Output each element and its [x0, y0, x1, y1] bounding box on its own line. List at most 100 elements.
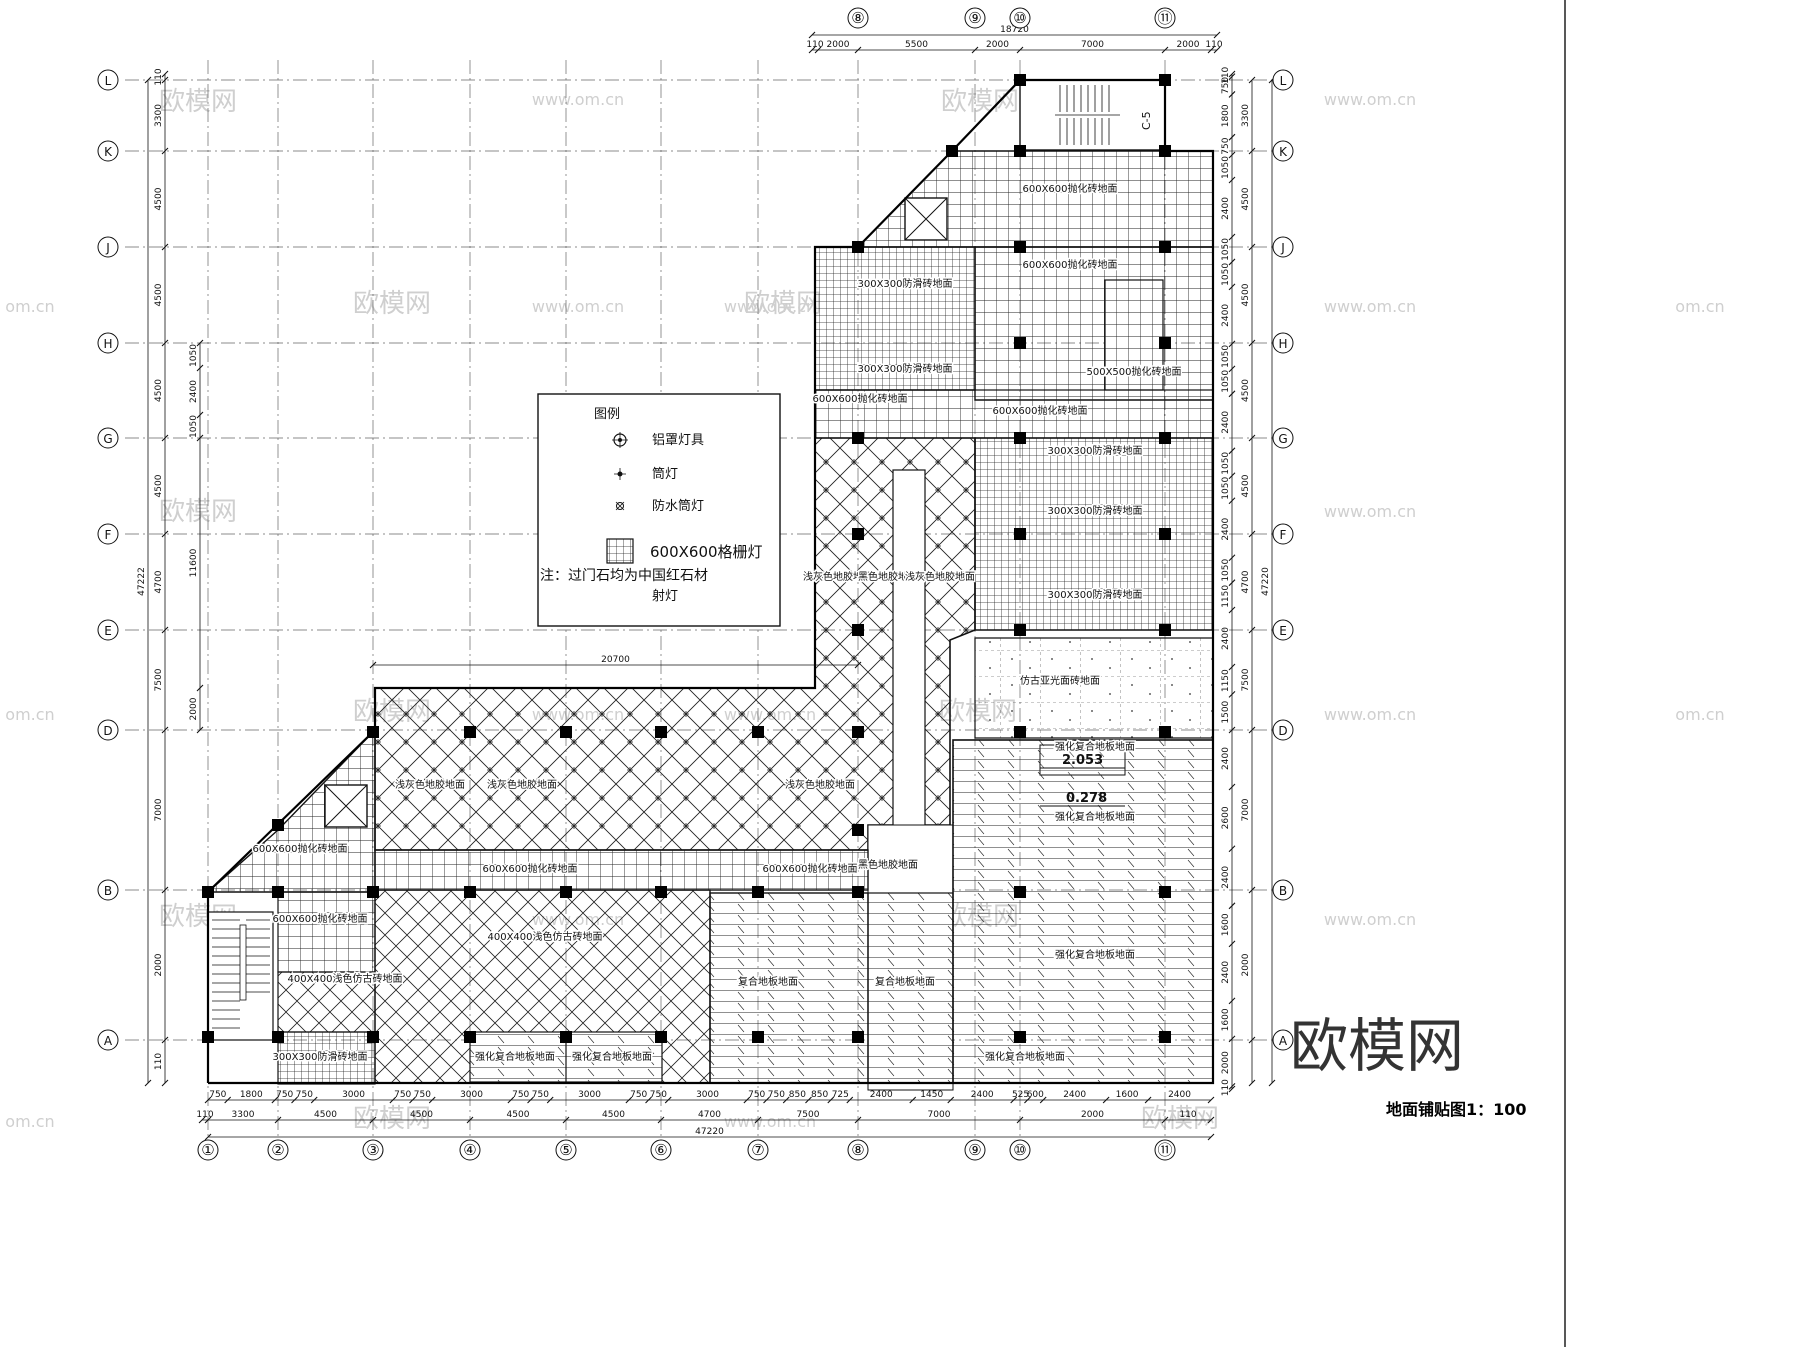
legend-item-waterproof: 防水筒灯: [652, 498, 704, 514]
column-1: [1014, 74, 1026, 86]
axis-bubble-row-D: D: [1272, 719, 1294, 741]
svg-text:1600: 1600: [1221, 913, 1231, 936]
watermark-logo-6: 欧模网: [353, 1104, 431, 1134]
svg-text:1050: 1050: [1221, 263, 1231, 286]
svg-text:4500: 4500: [1241, 187, 1251, 210]
axis-bubble-col-2: ②: [267, 1139, 289, 1161]
svg-text:3300: 3300: [154, 104, 164, 127]
room-label-27: 复合地板地面: [738, 975, 798, 988]
legend-extra: 射灯: [652, 588, 678, 604]
svg-text:1150: 1150: [1221, 669, 1231, 692]
axis-bubble-row-D: D: [97, 719, 119, 741]
svg-text:4500: 4500: [154, 187, 164, 210]
area-e-d-antique: [974, 637, 1214, 739]
svg-text:525: 525: [1012, 1090, 1029, 1100]
svg-text:4500: 4500: [314, 1110, 337, 1120]
column-4: [1159, 145, 1171, 157]
building-outline: [206, 78, 1215, 1085]
svg-text:110: 110: [154, 1053, 164, 1070]
watermark-url-2: www.om.cn: [1324, 90, 1416, 109]
watermark-url-6: www.om.cn: [1324, 910, 1416, 929]
svg-text:2400: 2400: [1221, 866, 1231, 889]
svg-text:600: 600: [1027, 1090, 1044, 1100]
room-labels: 600X600抛化砖地面600X600抛化砖地面300X300防滑砖地面300X…: [251, 181, 1183, 1065]
legend-heading: 图例: [594, 407, 620, 422]
column-36: [752, 886, 764, 898]
watermark-edge-1: om.cn: [5, 297, 54, 316]
svg-text:1800: 1800: [240, 1090, 263, 1100]
axis-bubble-col-1: ①: [197, 1139, 219, 1161]
svg-text:⑩: ⑩: [1013, 1141, 1026, 1159]
area-laminate-mid: [709, 892, 869, 1084]
room-label-23: 600X600抛化砖地面: [762, 862, 857, 875]
svg-text:L: L: [105, 74, 112, 88]
watermark-edge-2: om.cn: [5, 705, 54, 724]
svg-text:⑨: ⑨: [968, 9, 981, 27]
svg-text:750: 750: [296, 1090, 313, 1100]
svg-text:K: K: [1279, 145, 1288, 159]
column-23: [655, 726, 667, 738]
axis-bubble-col-8: ⑧: [847, 7, 869, 29]
svg-text:750: 750: [276, 1090, 293, 1100]
svg-text:⑪: ⑪: [1157, 9, 1172, 27]
level-mark-1: 2.053: [1062, 753, 1103, 768]
watermark-logo-9: 欧模网: [1141, 1104, 1219, 1134]
legend-item-grille: 600X600格栅灯: [650, 543, 763, 561]
svg-text:4700: 4700: [1241, 570, 1251, 593]
dim-left: 1103300450045004500450047007500700020001…: [154, 68, 169, 1087]
svg-text:4500: 4500: [1241, 283, 1251, 306]
svg-text:3000: 3000: [696, 1090, 719, 1100]
column-44: [560, 1031, 572, 1043]
svg-text:K: K: [104, 145, 113, 159]
watermark-url-10: www.om.cn: [724, 1112, 816, 1131]
room-label-32: 强化复合地板地面: [572, 1050, 652, 1063]
room-label-26: 400X400浅色仿古砖地面: [287, 972, 402, 985]
svg-text:750: 750: [414, 1090, 431, 1100]
svg-text:1800: 1800: [1221, 104, 1231, 127]
svg-text:4700: 4700: [698, 1110, 721, 1120]
svg-text:750: 750: [512, 1090, 529, 1100]
room-label-8: 300X300防滑砖地面: [1047, 444, 1142, 457]
level-mark-2: 0.278: [1066, 791, 1107, 806]
room-label-30: 300X300防滑砖地面: [272, 1050, 367, 1063]
column-49: [1159, 1031, 1171, 1043]
svg-text:2000: 2000: [189, 697, 199, 720]
column-17: [852, 624, 864, 636]
axis-bubble-row-F: F: [1272, 523, 1294, 545]
svg-text:2600: 2600: [1221, 806, 1231, 829]
svg-text:110: 110: [1179, 1110, 1196, 1120]
svg-text:20700: 20700: [601, 655, 630, 665]
svg-text:7500: 7500: [1241, 668, 1251, 691]
column-33: [464, 886, 476, 898]
svg-text:③: ③: [366, 1141, 379, 1159]
svg-text:750: 750: [650, 1090, 667, 1100]
brand-logo: 欧模网: [1290, 1012, 1464, 1080]
svg-text:D: D: [1278, 724, 1287, 738]
svg-text:3000: 3000: [578, 1090, 601, 1100]
svg-text:J: J: [105, 241, 110, 255]
svg-text:2000: 2000: [986, 40, 1009, 50]
svg-text:750: 750: [1221, 77, 1231, 94]
svg-text:2000: 2000: [1241, 953, 1251, 976]
axis-bubble-row-K: K: [1272, 140, 1294, 162]
axis-bubble-row-K: K: [97, 140, 119, 162]
svg-text:11600: 11600: [189, 548, 199, 577]
axis-bubble-row-A: A: [1272, 1029, 1294, 1051]
axis-bubble-col-6: ⑥: [650, 1139, 672, 1161]
svg-text:1600: 1600: [1116, 1090, 1139, 1100]
svg-text:2400: 2400: [189, 380, 199, 403]
axis-bubble-col-11: ⑪: [1154, 1139, 1176, 1161]
dim-left-total: 47222: [137, 76, 152, 1087]
column-39: [1159, 886, 1171, 898]
column-45: [655, 1031, 667, 1043]
column-9: [1014, 337, 1026, 349]
svg-text:1050: 1050: [1221, 156, 1231, 179]
svg-text:47222: 47222: [137, 567, 147, 596]
axis-bubble-row-E: E: [97, 619, 119, 641]
svg-text:2400: 2400: [971, 1090, 994, 1100]
svg-text:7000: 7000: [928, 1110, 951, 1120]
svg-text:B: B: [1279, 884, 1287, 898]
room-label-4: 300X300防滑砖地面: [857, 362, 952, 375]
